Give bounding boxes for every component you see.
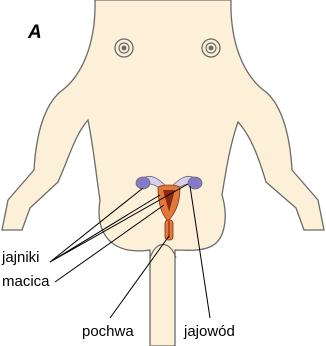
panel-letter: A [27,22,42,43]
ovary-left [136,177,150,189]
label-fallopian-tube: jajowód [183,323,235,340]
label-vagina: pochwa [82,323,134,340]
label-uterus: macica [2,273,50,290]
label-ovaries: jajniki [1,249,40,266]
